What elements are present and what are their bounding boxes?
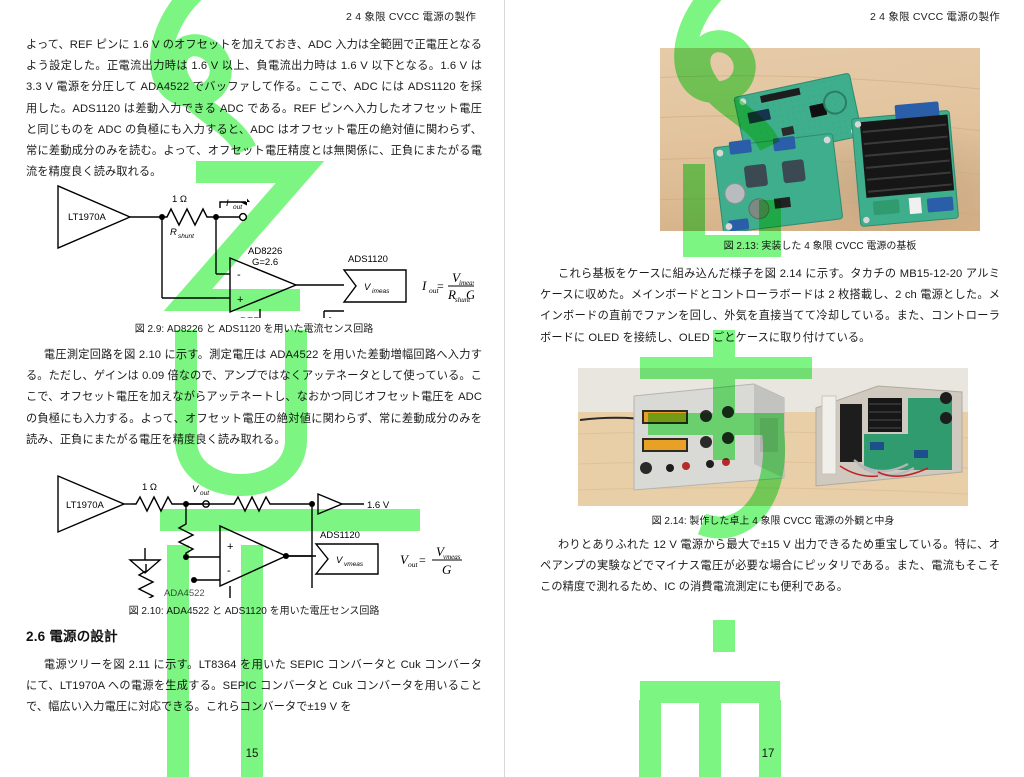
fig29-formula-den2: G bbox=[466, 287, 474, 302]
page-divider bbox=[504, 0, 506, 777]
gutter bbox=[505, 0, 513, 777]
fig210-output-sub: out bbox=[200, 490, 210, 497]
figure-2-10: LT1970A 1 Ω V out + - ADS1120 V vmeas 1.… bbox=[26, 468, 482, 617]
fig29-amp-label: LT1970A bbox=[68, 212, 107, 223]
fig210-formula-lhs-sub: out bbox=[408, 560, 419, 569]
fig210-formula-eq: = bbox=[419, 553, 426, 567]
running-header-right: 2 4 象限 CVCC 電源の製作 bbox=[870, 11, 1000, 23]
fig29-adc-part: ADS1120 bbox=[348, 254, 388, 265]
fig210-output-label: V bbox=[192, 484, 200, 495]
fig29-formula-eq: = bbox=[437, 279, 444, 293]
section-number: 2.6 bbox=[26, 629, 46, 644]
figure-2-13-photo bbox=[660, 48, 981, 231]
fig210-resistor-value: 1 Ω bbox=[142, 482, 157, 493]
left-paragraph-2: 電圧測定回路を図 2.10 に示す。測定電圧は ADA4522 を用いた差動増幅… bbox=[26, 349, 482, 446]
running-header-left: 2 4 象限 CVCC 電源の製作 bbox=[346, 11, 477, 23]
fig210-formula-den: G bbox=[442, 562, 452, 577]
figure-2-13: 図 2.13: 実装した 4 象限 CVCC 電源の基板 bbox=[660, 48, 981, 252]
fig29-output-sub: out bbox=[233, 204, 243, 211]
fig210-adc-signal: V bbox=[336, 555, 344, 566]
fig210-formula-num: V bbox=[436, 544, 446, 559]
figure-2-9: LT1970A 1 Ω I out R shunt AD8226 G=2.6 -… bbox=[26, 178, 482, 335]
figure-2-14: 図 2.14: 製作した卓上 4 象限 CVCC 電源の外観と中身 bbox=[578, 368, 969, 527]
fig210-formula-num-sub: vmeas bbox=[443, 553, 461, 561]
fig29-formula-num-sub: imeas bbox=[459, 279, 474, 287]
fig29-formula-lhs: I bbox=[421, 278, 427, 293]
fig29-plus-pin: + bbox=[237, 294, 243, 306]
figure-2-9-schematic: LT1970A 1 Ω I out R shunt AD8226 G=2.6 -… bbox=[57, 184, 474, 318]
right-paragraph-2: わりとありふれた 12 V 電源から最大で±15 V 出力できるため重宝している… bbox=[540, 539, 1001, 594]
fig29-ref-label: REF bbox=[240, 316, 259, 318]
right-paragraph-1: これら基板をケースに組み込んだ様子を図 2.14 に示す。タカチの MB15-1… bbox=[540, 268, 1001, 344]
fig29-inamp-part: AD8226 bbox=[248, 246, 282, 257]
left-paragraph-3: 電源ツリーを図 2.11 に示す。LT8364 を用いた SEPIC コンバータ… bbox=[26, 659, 482, 714]
fig29-resistor-sub: shunt bbox=[178, 233, 195, 240]
fig29-adc-signal: V bbox=[364, 282, 372, 293]
left-page: 2 4 象限 CVCC 電源の製作 よって、REF ピンに 1.6 V のオフセ… bbox=[0, 0, 505, 777]
page-number-left: 15 bbox=[245, 748, 259, 760]
fig29-adc-signal-sub: imeas bbox=[372, 288, 390, 295]
fig210-plus-pin: + bbox=[227, 541, 233, 553]
left-paragraph-1: よって、REF ピンに 1.6 V のオフセットを加えておき、ADC 入力は全範… bbox=[26, 39, 482, 179]
figure-2-10-schematic: LT1970A 1 Ω V out + - ADS1120 V vmeas 1.… bbox=[57, 474, 462, 598]
fig210-minus-pin: - bbox=[227, 565, 231, 577]
fig210-adc-signal-sub: vmeas bbox=[344, 561, 364, 568]
fig29-formula-den1-sub: shunt bbox=[455, 296, 471, 304]
fig29-formula-den1: R bbox=[447, 287, 456, 302]
fig210-ref-voltage: 1.6 V bbox=[367, 500, 390, 511]
figure-2-13-caption: 図 2.13: 実装した 4 象限 CVCC 電源の基板 bbox=[723, 241, 917, 252]
right-page: 2 4 象限 CVCC 電源の製作 bbox=[512, 0, 1024, 777]
section-title: 電源の設計 bbox=[49, 629, 118, 644]
fig29-resistor-value: 1 Ω bbox=[172, 194, 187, 205]
fig29-minus-pin: - bbox=[237, 269, 241, 281]
fig29-output-label: I bbox=[226, 198, 229, 209]
figure-2-10-caption: 図 2.10: ADA4522 と ADS1120 を用いた電圧センス回路 bbox=[128, 606, 380, 617]
figure-2-14-caption: 図 2.14: 製作した卓上 4 象限 CVCC 電源の外観と中身 bbox=[651, 516, 895, 527]
fig29-formula-lhs-sub: out bbox=[429, 286, 440, 295]
fig29-resistor-name: R bbox=[170, 227, 177, 238]
fig210-amp-label: LT1970A bbox=[66, 500, 105, 511]
section-heading-2-6: 2.6 電源の設計 bbox=[26, 625, 482, 645]
page-number-right: 17 bbox=[761, 748, 775, 760]
pcb-boards bbox=[713, 73, 959, 231]
fig210-opamp-part: ADA4522 bbox=[164, 588, 205, 598]
bench-supply-scene bbox=[578, 368, 969, 506]
fig29-formula-num: V bbox=[452, 270, 462, 285]
fig29-inamp-gain: G=2.6 bbox=[252, 257, 278, 268]
fig210-adc-part: ADS1120 bbox=[320, 530, 360, 541]
figure-2-9-caption: 図 2.9: AD8226 と ADS1120 を用いた電流センス回路 bbox=[134, 324, 374, 335]
fig210-formula-lhs: V bbox=[400, 552, 410, 567]
figure-2-14-photo bbox=[578, 368, 969, 506]
